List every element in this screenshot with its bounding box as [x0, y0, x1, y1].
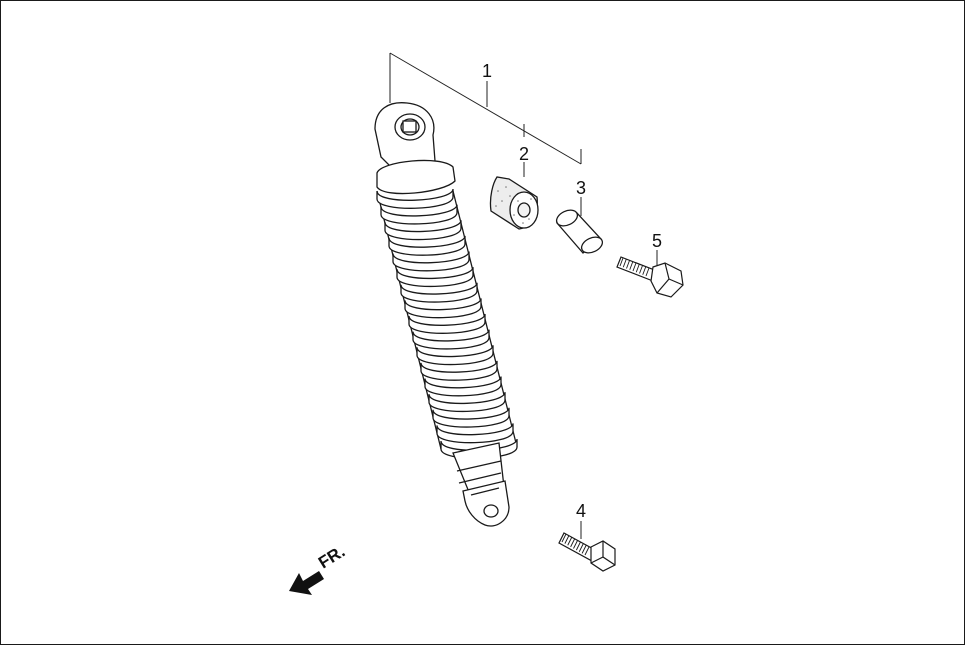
spring-coil — [388, 235, 466, 256]
bolt-thread — [567, 537, 573, 546]
bolt-thread — [632, 262, 637, 272]
hex-bolt — [558, 532, 616, 572]
collar-sleeve — [555, 209, 604, 254]
callout-5: 5 — [652, 231, 662, 251]
front-direction-label: FR. — [315, 542, 348, 573]
flange-bolt — [616, 256, 684, 298]
bolt-thread — [626, 260, 630, 269]
spring-coil — [416, 344, 494, 366]
callout-3: 3 — [576, 178, 586, 198]
callout-leaders — [389, 52, 658, 539]
callout-1: 1 — [482, 61, 492, 81]
bolt-thread — [629, 261, 634, 270]
bolt-thread — [570, 538, 576, 548]
spring-coil — [428, 391, 506, 413]
bolt-thread — [619, 257, 624, 267]
spring-coil — [376, 188, 454, 209]
bolt-thread — [645, 267, 650, 277]
shock-absorber — [374, 102, 518, 527]
spring-coil — [436, 423, 514, 444]
bolt-thread — [639, 265, 643, 274]
spring-coil — [412, 329, 490, 350]
bolt-thread — [573, 540, 578, 549]
spring-coil — [392, 251, 470, 272]
bolt-thread — [578, 543, 584, 552]
bolt-thread — [575, 541, 581, 551]
spring-coil — [432, 407, 510, 428]
bolt-thread — [564, 535, 570, 544]
bolt-thread — [584, 546, 590, 556]
spring-coil — [396, 266, 474, 288]
callout-2: 2 — [519, 144, 529, 164]
spring-coil — [384, 219, 462, 241]
spring-coil — [408, 313, 486, 334]
spring-coil — [424, 376, 502, 397]
callout-4: 4 — [576, 501, 586, 521]
bolt-thread — [581, 545, 587, 554]
bolt-thread — [635, 264, 640, 273]
spring-coil — [400, 282, 478, 303]
spring-coil — [420, 360, 498, 381]
front-arrow-icon — [289, 571, 324, 595]
spring-coil — [404, 298, 482, 319]
bolt-thread — [622, 259, 627, 268]
bolt-thread — [561, 533, 567, 543]
bolt-thread — [642, 266, 647, 275]
coil-spring — [376, 188, 518, 459]
rubber-bushing — [489, 176, 539, 230]
spring-coil — [380, 204, 458, 225]
